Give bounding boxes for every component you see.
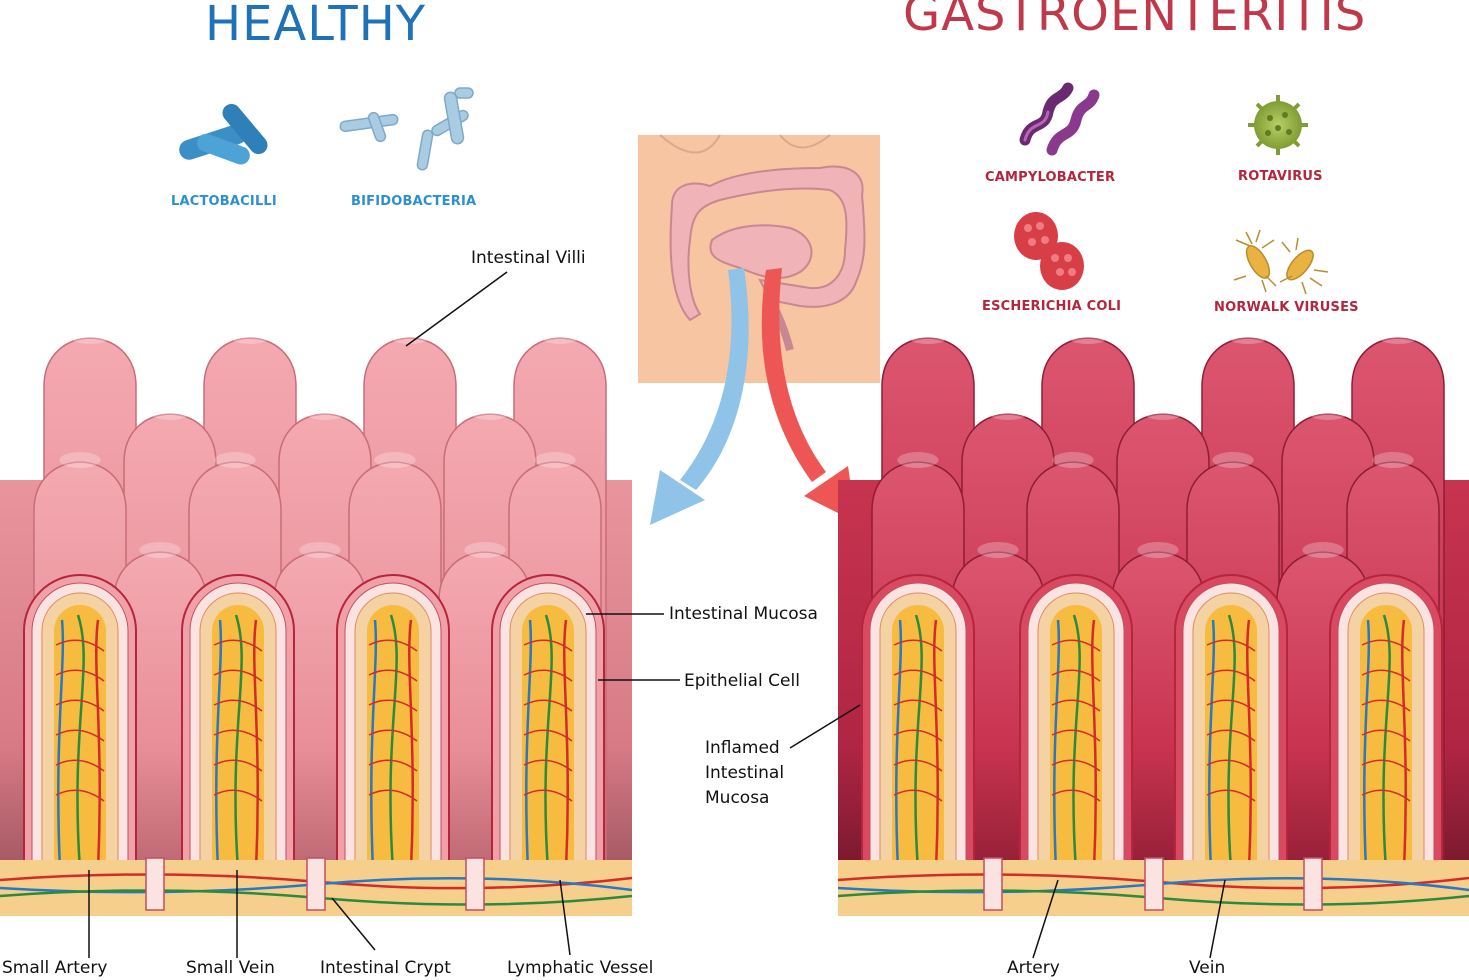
inflamed-mucosa-line-2: Intestinal (705, 763, 785, 783)
small-artery-callout: Small Artery (2, 958, 108, 978)
gastroenteritis-title: GASTROENTERITIS (903, 0, 1367, 42)
norwalk-viruses-icon (1233, 229, 1329, 295)
villus-cross-section (336, 574, 450, 871)
arrow-to-healthy-icon (650, 268, 749, 525)
intestinal-crypt (465, 857, 485, 911)
intestinal-crypt (306, 857, 326, 911)
norwalk-viruses-label: NORWALK VIRUSES (1214, 300, 1359, 315)
lactobacilli-label: LACTOBACILLI (171, 194, 277, 209)
villus-cross-section (491, 574, 605, 871)
healthy-title: HEALTHY (205, 0, 427, 52)
rotavirus-icon (1248, 95, 1308, 155)
intestinal-crypt (145, 857, 165, 911)
abdomen-illustration (638, 134, 880, 383)
campylobacter-label: CAMPYLOBACTER (985, 170, 1116, 185)
villus-cross-section (1019, 574, 1133, 871)
inflamed-mucosa-line-3: Mucosa (705, 788, 770, 808)
intestinal-crypt (983, 857, 1003, 911)
intestinal-villi-callout: Intestinal Villi (471, 248, 586, 268)
escherichia-coli-label: ESCHERICHIA COLI (982, 299, 1122, 314)
intestinal-crypt (1144, 857, 1164, 911)
inflamed-mucosa-callout: Inflamed Intestinal Mucosa (705, 736, 784, 811)
vein-callout: Vein (1189, 958, 1226, 978)
bifidobacteria-label: BIFIDOBACTERIA (351, 194, 477, 209)
small-vein-callout: Small Vein (186, 958, 275, 978)
lactobacilli-icon (179, 103, 268, 165)
villus-cross-section (1174, 574, 1288, 871)
intestinal-crypt (1303, 857, 1323, 911)
epithelial-cell-callout: Epithelial Cell (684, 671, 800, 691)
lymphatic-vessel-callout: Lymphatic Vessel (507, 958, 654, 978)
campylobacter-icon (1019, 82, 1100, 156)
callout-leader-lines (88, 271, 1226, 959)
villus-cross-section (1329, 574, 1443, 871)
intestinal-mucosa-callout: Intestinal Mucosa (669, 604, 818, 624)
villus-cross-section (861, 574, 975, 871)
inflamed-mucosa-line-1: Inflamed (705, 738, 780, 758)
inflamed-villi-block (837, 328, 1469, 916)
healthy-villi-block (0, 328, 633, 916)
villus-cross-section (181, 574, 295, 871)
intestinal-crypt-callout: Intestinal Crypt (320, 958, 451, 978)
rotavirus-label: ROTAVIRUS (1238, 169, 1323, 184)
villus-cross-section (23, 574, 137, 871)
escherichia-coli-icon (1014, 212, 1084, 290)
bifidobacteria-icon (339, 87, 474, 171)
artery-callout: Artery (1007, 958, 1060, 978)
